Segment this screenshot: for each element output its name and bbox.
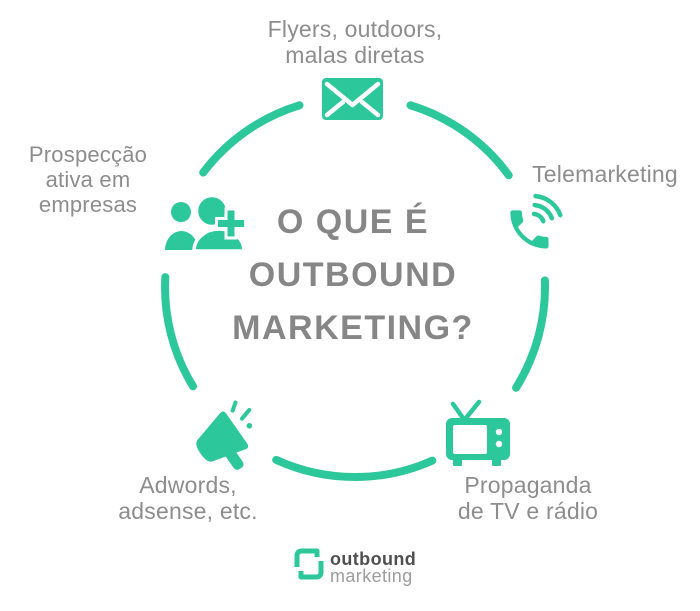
phone-waves-icon (510, 193, 563, 249)
label-propaganda-tv: Propaganda de TV e rádio (457, 472, 599, 524)
arc-right (512, 276, 549, 392)
arc-top-right (406, 101, 513, 180)
logo-text-outbound: outbound (330, 549, 417, 569)
arc-bottom (272, 455, 437, 481)
mail-icon (322, 78, 383, 120)
label-prospeccao: Prospecção ativa em empresas (28, 142, 148, 217)
square-brackets-logo-mark (294, 548, 324, 580)
circle-arcs (161, 101, 549, 481)
logo-text-marketing: marketing (330, 566, 413, 586)
page-title: O QUE É OUTBOUND MARKETING? (232, 203, 474, 347)
add-users-icon (165, 193, 247, 253)
tv-icon (446, 399, 510, 466)
arc-top-left (199, 101, 304, 177)
label-flyers-outdoors: Flyers, outdoors, malas diretas (267, 16, 443, 68)
megaphone-icon (196, 400, 253, 470)
label-telemarketing: Telemarketing (532, 161, 678, 187)
label-adwords: Adwords, adsense, etc. (118, 472, 258, 524)
arc-left (161, 273, 197, 391)
